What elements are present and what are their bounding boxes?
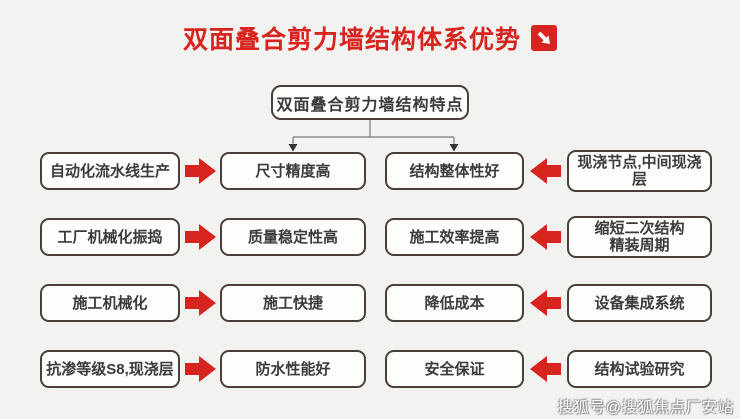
- arrow-down-right-icon: [531, 25, 557, 51]
- arrow-cell: [180, 356, 220, 382]
- feature-node: 设备集成系统: [567, 284, 712, 322]
- benefit-node: 安全保证: [385, 350, 524, 388]
- benefit-node: 降低成本: [385, 284, 524, 322]
- arrow-left-icon: [530, 290, 561, 316]
- arrow-right-icon: [184, 158, 216, 184]
- arrow-right-icon: [184, 224, 216, 250]
- arrow-down-right-glyph: [537, 31, 550, 44]
- flow-row-3: 施工机械化 施工快捷 降低成本 设备集成系统: [0, 284, 740, 322]
- flow-row-1: 自动化流水线生产 尺寸精度高 结构整体性好 现浇节点,中间现浇层: [0, 150, 740, 192]
- arrow-left-icon: [530, 224, 561, 250]
- benefit-node: 施工快捷: [220, 284, 366, 322]
- feature-node: 缩短二次结构 精装周期: [567, 216, 712, 258]
- arrow-cell: [180, 158, 220, 184]
- benefit-node: 防水性能好: [220, 350, 366, 388]
- arrow-cell: [524, 158, 567, 184]
- benefit-node: 质量稳定性高: [220, 218, 366, 256]
- feature-node: 工厂机械化振捣: [40, 218, 180, 256]
- feature-node: 现浇节点,中间现浇层: [567, 150, 712, 192]
- flow-rows: 自动化流水线生产 尺寸精度高 结构整体性好 现浇节点,中间现浇层 工厂机械化振捣…: [0, 150, 740, 416]
- flow-row-4: 抗渗等级S8,现浇层 防水性能好 安全保证 结构试验研究: [0, 350, 740, 388]
- watermark: 搜狐号@搜狐焦点厂安站: [557, 399, 734, 416]
- page-title: 双面叠合剪力墙结构体系优势: [182, 26, 521, 54]
- feature-node: 施工机械化: [40, 284, 180, 322]
- arrow-cell: [180, 224, 220, 250]
- flow-row-2: 工厂机械化振捣 质量稳定性高 施工效率提高 缩短二次结构 精装周期: [0, 216, 740, 258]
- arrow-cell: [524, 356, 567, 382]
- page-title-row: 双面叠合剪力墙结构体系优势: [0, 22, 740, 54]
- benefit-node: 结构整体性好: [385, 152, 524, 190]
- arrow-right-icon: [184, 290, 216, 316]
- arrow-right-icon: [184, 356, 216, 382]
- arrow-left-icon: [530, 158, 561, 184]
- arrow-cell: [180, 290, 220, 316]
- benefit-node: 施工效率提高: [385, 218, 524, 256]
- arrow-left-icon: [530, 356, 561, 382]
- feature-node: 自动化流水线生产: [40, 152, 180, 190]
- root-node: 双面叠合剪力墙结构特点: [271, 85, 469, 120]
- benefit-node: 尺寸精度高: [220, 152, 366, 190]
- feature-node: 结构试验研究: [567, 350, 712, 388]
- feature-node: 抗渗等级S8,现浇层: [40, 350, 180, 388]
- arrow-cell: [524, 224, 567, 250]
- arrow-cell: [524, 290, 567, 316]
